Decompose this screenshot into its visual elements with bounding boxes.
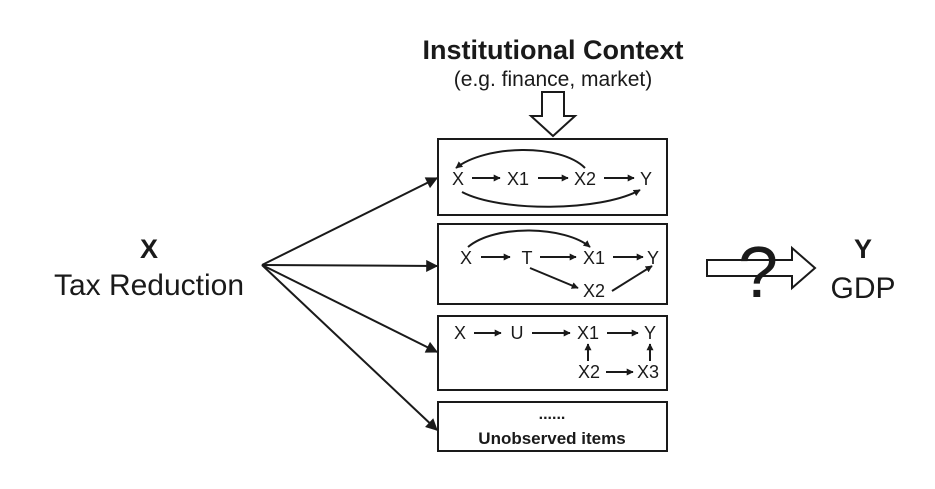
edge-x2-y	[611, 265, 653, 292]
effect-right-arrow-icon	[706, 245, 817, 291]
mechanism-box-2-frame	[437, 223, 668, 305]
arrow-to-mechanism-2	[261, 259, 439, 272]
edge-x-x1	[467, 229, 591, 248]
unobserved-items-label: Unobserved items	[478, 429, 625, 448]
mechanism-box-3-frame	[437, 315, 668, 391]
effect-label: GDP	[830, 272, 895, 305]
node-x: X	[460, 248, 472, 268]
node-y: Y	[644, 323, 656, 343]
node-x1: X1	[583, 248, 605, 268]
mechanism-box-3: X U X1 Y X2 X3	[437, 315, 668, 391]
context-subtitle: (e.g. finance, market)	[454, 68, 652, 91]
edge-x-y	[461, 189, 641, 208]
node-x2: X2	[578, 362, 600, 382]
effect-variable: Y	[854, 234, 872, 264]
node-x: X	[454, 323, 466, 343]
node-y: Y	[647, 248, 659, 268]
arrow-to-mechanism-1	[261, 177, 439, 266]
arrow-to-mechanism-3	[261, 264, 439, 353]
ellipsis: ......	[539, 406, 566, 423]
mechanism-box-1: X X1 X2 Y	[437, 138, 668, 216]
arrow-to-mechanism-4	[261, 264, 438, 431]
cause-label: Tax Reduction	[54, 269, 244, 302]
node-y: Y	[640, 169, 652, 189]
node-x: X	[452, 169, 464, 189]
node-x2: X2	[583, 281, 605, 301]
cause-variable: X	[140, 234, 158, 264]
fan-out-arrows	[261, 177, 439, 431]
node-t: T	[522, 248, 533, 268]
edge-t-x2	[529, 267, 579, 289]
node-x2: X2	[574, 169, 596, 189]
node-x3: X3	[637, 362, 659, 382]
node-x1: X1	[577, 323, 599, 343]
edge-x2-x	[455, 149, 586, 169]
question-mark: ?	[738, 233, 778, 313]
mechanism-box-2: X T X1 Y X2	[437, 223, 668, 305]
mechanism-box-4-frame	[437, 401, 668, 452]
context-title: Institutional Context	[423, 35, 684, 65]
node-x1: X1	[507, 169, 529, 189]
node-u: U	[511, 323, 524, 343]
mechanism-box-4: ...... Unobserved items	[437, 401, 668, 452]
context-down-arrow-icon	[528, 91, 578, 138]
